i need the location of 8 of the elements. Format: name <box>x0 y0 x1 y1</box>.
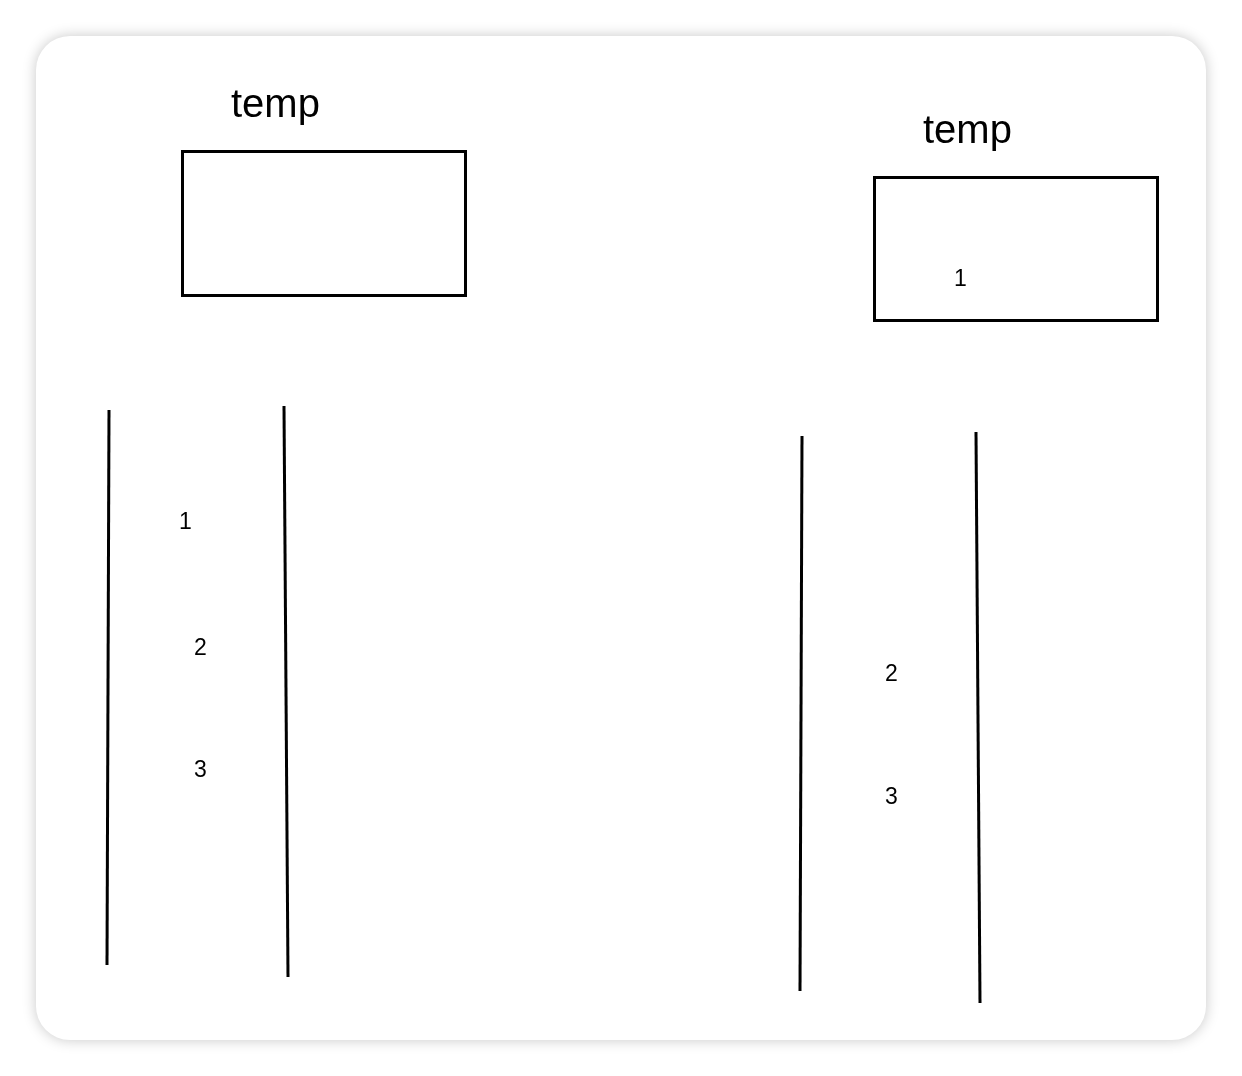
variable-name: temp <box>231 80 320 126</box>
stack-item-number: 3 <box>885 783 898 809</box>
stack-item-number: 3 <box>194 756 207 782</box>
stored-value: 1 <box>954 265 967 291</box>
stack-item-number: 2 <box>885 660 898 686</box>
stack-item-number: 2 <box>194 634 207 660</box>
variable-name: temp <box>923 106 1012 152</box>
stack-item-number: 1 <box>179 508 192 534</box>
